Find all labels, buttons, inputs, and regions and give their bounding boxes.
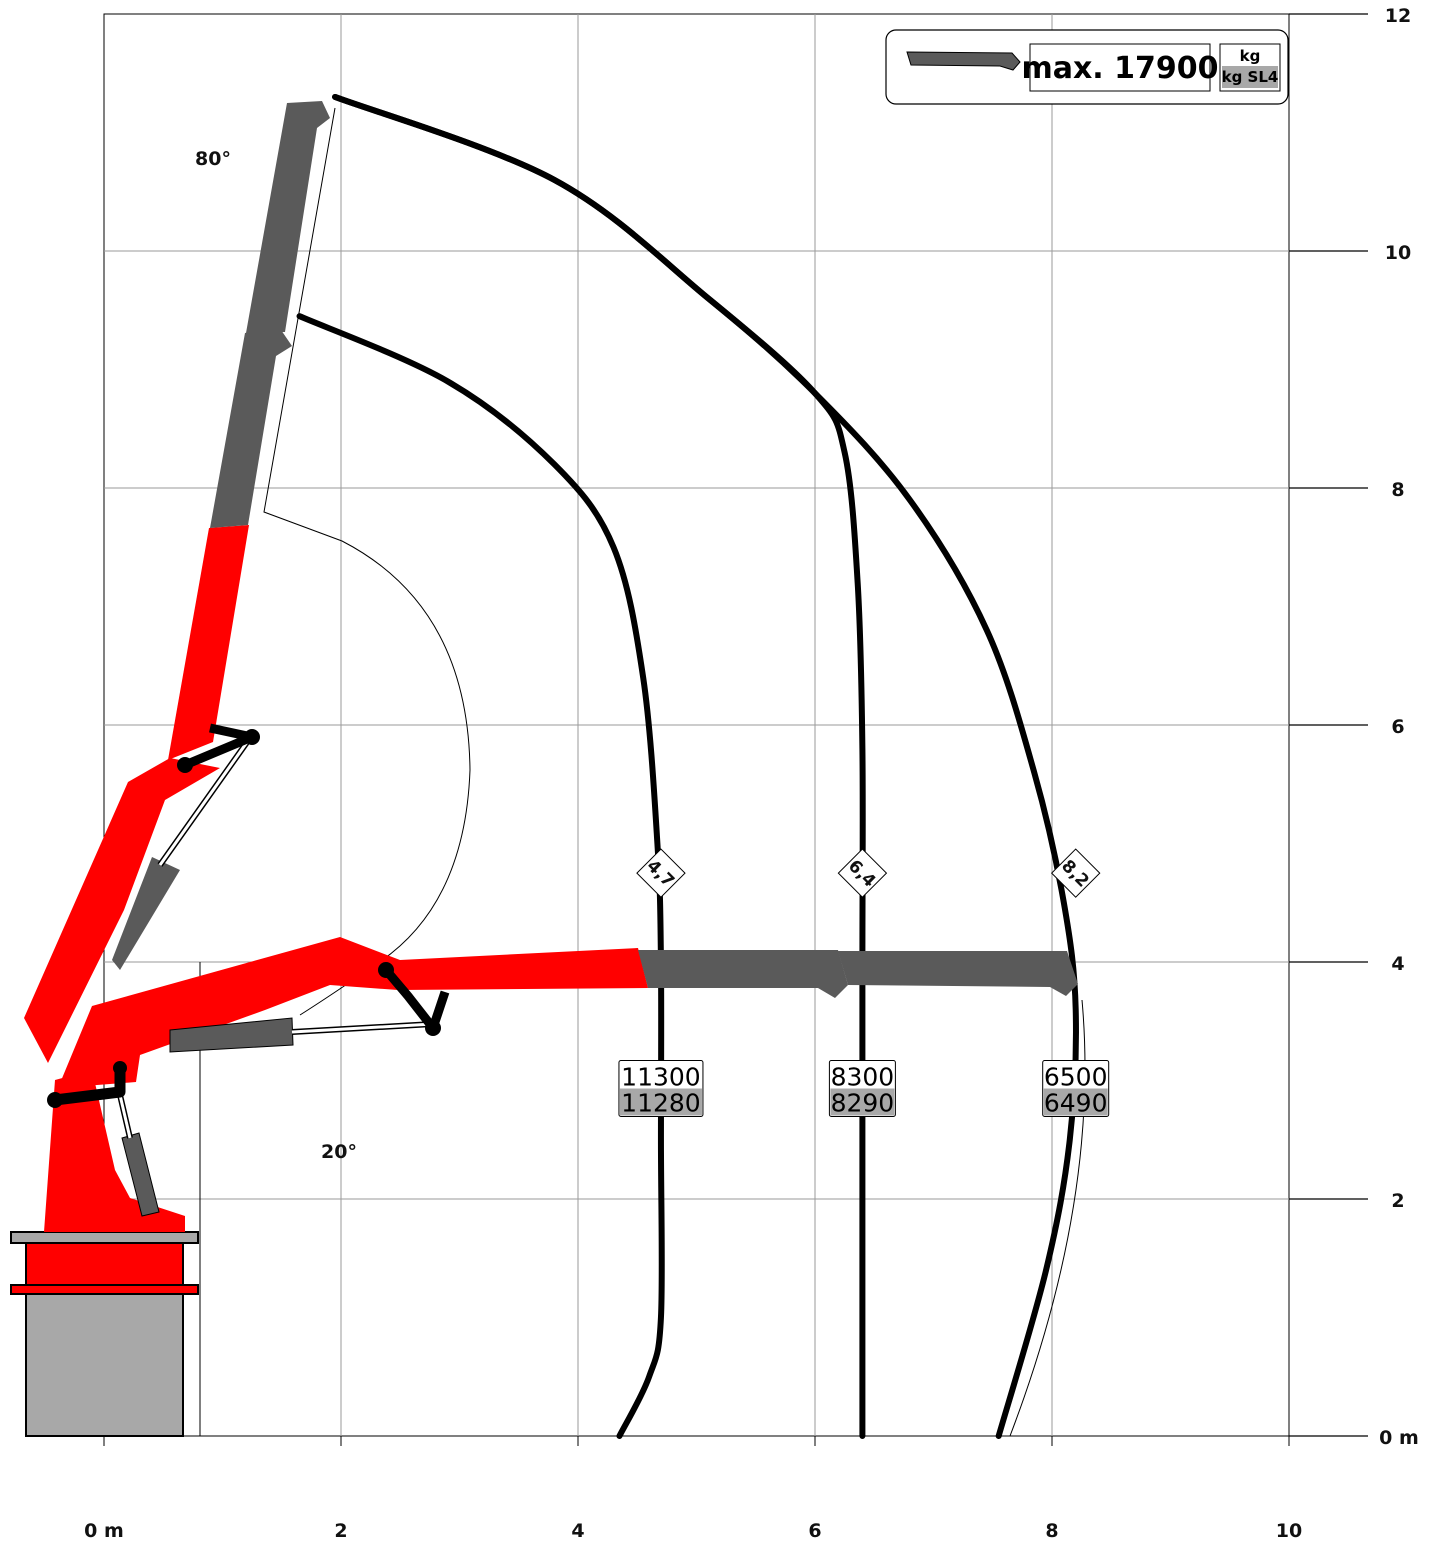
x-tick-label: 2 xyxy=(334,1520,347,1542)
boom-20-rod-inner xyxy=(291,1022,434,1034)
capacity-curve-4-7 xyxy=(296,313,665,1439)
angle-label-lower: 20° xyxy=(321,1141,357,1163)
crane-base-column xyxy=(25,1289,184,1437)
outer-boom-20-red xyxy=(58,937,648,1088)
inner-boom-rod-inner xyxy=(158,737,252,866)
extension-20-2 xyxy=(838,951,1078,996)
unit-secondary: kg SL4 xyxy=(1222,68,1279,86)
unit-primary: kg xyxy=(1240,47,1261,65)
load-box-sl4-bg xyxy=(619,1088,702,1116)
y-tick-label: 12 xyxy=(1385,5,1411,27)
gap-line xyxy=(51,980,102,1067)
inner-boom xyxy=(24,758,220,1063)
extension-tag-frame xyxy=(837,848,888,898)
extension-tag-frame xyxy=(636,848,686,898)
load-kg: 8300 xyxy=(831,1063,895,1092)
extension-80-2 xyxy=(246,101,330,333)
extension-tag: 8,2 xyxy=(1050,848,1101,898)
y-tick-label: 8 xyxy=(1391,479,1404,501)
load-kg-sl4: 6490 xyxy=(1044,1089,1108,1118)
y-tick-label: 2 xyxy=(1391,1190,1404,1212)
legend: max. 17900 kg kg SL4 xyxy=(885,29,1289,105)
y-tick-label: 0 m xyxy=(1379,1427,1419,1449)
crane-illustration xyxy=(10,101,1078,1437)
extension-tag-frame xyxy=(1050,848,1101,898)
knuckle-link-lower xyxy=(382,967,450,1033)
axis-ticks: 0 m 2 4 6 8 10 0 m 2 4 6 8 10 12 xyxy=(84,5,1419,1542)
capacity-curve-6-4 xyxy=(332,93,866,1439)
crane-base-plate-bottom xyxy=(10,1284,199,1295)
y-tick-label: 10 xyxy=(1385,242,1411,264)
load-kg: 11300 xyxy=(621,1063,701,1092)
boom-symbol-icon xyxy=(906,51,1021,71)
x-tick-label: 10 xyxy=(1276,1520,1302,1542)
unit-secondary-bg xyxy=(1222,66,1278,88)
y-tick-label: 4 xyxy=(1391,953,1404,975)
x-tick-label: 0 m xyxy=(84,1520,124,1542)
grid xyxy=(103,13,1368,1446)
inner-boom-cylinder xyxy=(112,857,180,970)
y-tick-label: 6 xyxy=(1391,716,1404,738)
angle-label-upper: 80° xyxy=(195,148,231,170)
max-load-box xyxy=(1029,43,1211,92)
slew-cylinder xyxy=(121,1132,160,1217)
max-load-label: max. 17900 xyxy=(1021,51,1218,86)
load-kg-sl4: 11280 xyxy=(621,1089,701,1118)
pin-base-2 xyxy=(113,1061,127,1075)
pin-upper-2 xyxy=(244,729,260,745)
load-box-sl4-bg xyxy=(1043,1088,1108,1116)
boom-20-cylinder xyxy=(169,1017,294,1053)
crane-base-plate-top xyxy=(10,1231,199,1244)
extension-80-1 xyxy=(210,327,292,528)
pin-lower-2 xyxy=(425,1020,441,1036)
load-kg-sl4: 8290 xyxy=(831,1089,895,1118)
pin-lower-1 xyxy=(378,962,394,978)
base-knuckle xyxy=(54,1068,126,1106)
outer-boom-80-red xyxy=(168,525,249,760)
capacity-curves xyxy=(296,93,1079,1439)
crane-column xyxy=(44,1070,185,1232)
x-tick-label: 6 xyxy=(808,1520,821,1542)
pin-base-1 xyxy=(47,1092,63,1108)
load-box-sl4-bg xyxy=(830,1088,895,1116)
load-kg: 6500 xyxy=(1044,1063,1108,1092)
x-tick-label: 4 xyxy=(571,1520,584,1542)
capacity-curve-8-2 xyxy=(332,93,1079,1439)
extension-20-1 xyxy=(638,950,848,998)
extension-tag: 6,4 xyxy=(837,848,888,898)
crane-base-red xyxy=(25,1239,184,1289)
extension-tag: 4,7 xyxy=(636,848,686,898)
envelope-outline-outer xyxy=(1009,999,1086,1437)
x-tick-label: 8 xyxy=(1045,1520,1058,1542)
slew-rod-inner xyxy=(118,1094,132,1139)
pin-upper-1 xyxy=(177,757,193,773)
